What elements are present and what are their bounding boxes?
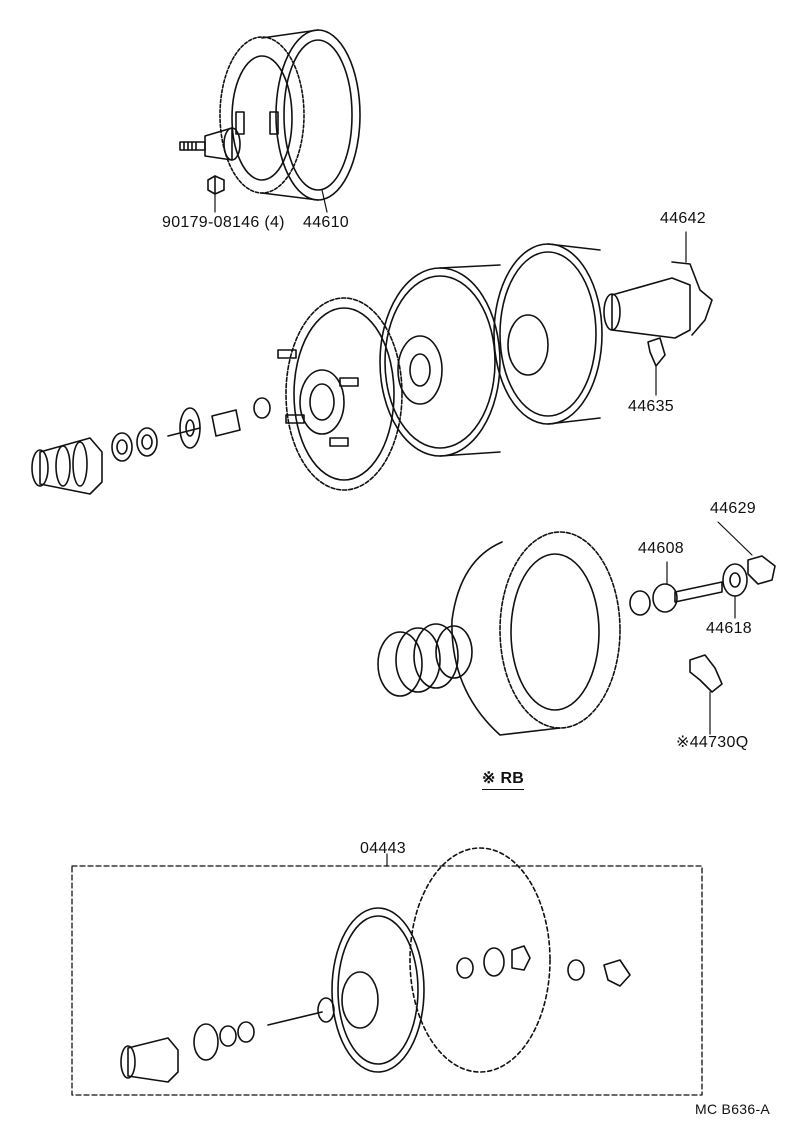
rb-shell bbox=[451, 531, 621, 736]
rod-44608 bbox=[629, 561, 723, 616]
label-44618: 44618 bbox=[706, 620, 752, 637]
label-44642: 44642 bbox=[660, 210, 706, 227]
rb-spring bbox=[377, 623, 473, 697]
booster-assembly-44610 bbox=[179, 29, 361, 201]
nut-44629 bbox=[717, 521, 776, 585]
nut-90179 bbox=[207, 175, 225, 195]
label-44608: 44608 bbox=[638, 540, 684, 557]
label-44730q: ※44730Q bbox=[676, 734, 749, 751]
diaphragm-plate bbox=[379, 264, 501, 457]
washer-44618 bbox=[722, 563, 748, 619]
diagram-code: MC B636-A bbox=[695, 1101, 771, 1117]
rear-shell bbox=[493, 243, 603, 425]
valve-44730q bbox=[689, 654, 723, 735]
label-44610: 44610 bbox=[303, 214, 349, 231]
label-44635: 44635 bbox=[628, 398, 674, 415]
label-rb: ※ RB bbox=[482, 770, 525, 790]
push-rod-and-seals bbox=[31, 397, 271, 495]
boot-44642 bbox=[603, 231, 713, 339]
front-shell bbox=[277, 297, 403, 491]
label-04443: 04443 bbox=[360, 840, 406, 857]
label-90179-08146: 90179-08146 (4) bbox=[162, 214, 285, 231]
leader-lines-top bbox=[214, 189, 328, 213]
clip-44635 bbox=[647, 337, 666, 396]
label-44629: 44629 bbox=[710, 500, 756, 517]
kit-parts bbox=[120, 847, 631, 1083]
